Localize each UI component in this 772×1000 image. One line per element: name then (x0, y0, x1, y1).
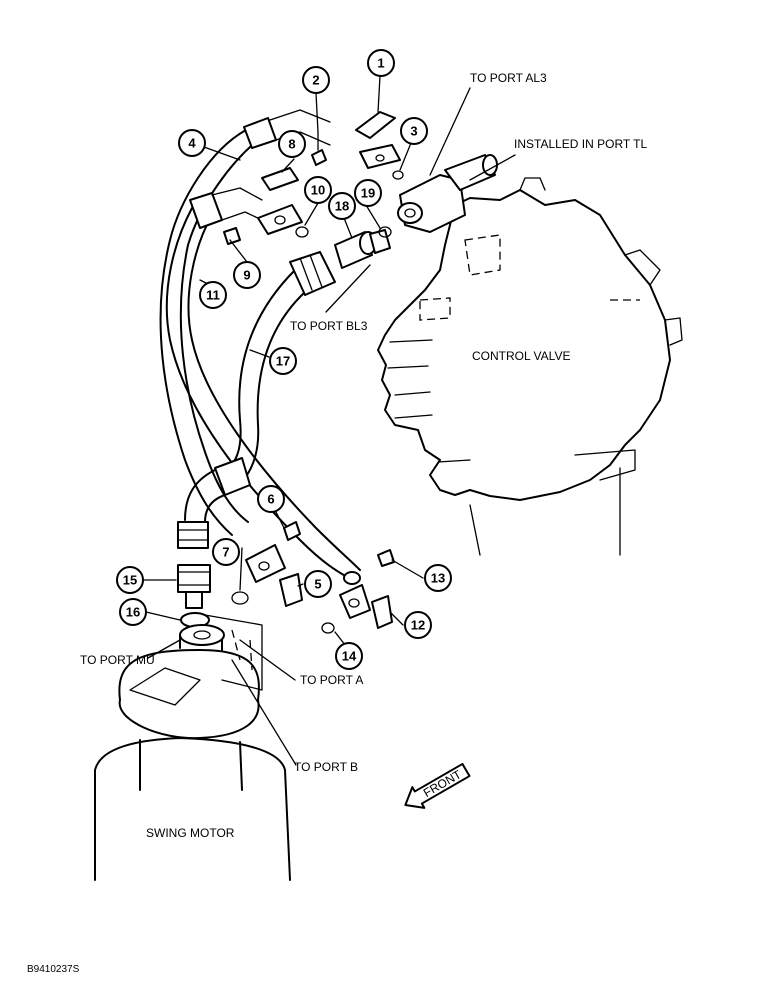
callout-13: 13 (424, 564, 452, 592)
callout-14: 14 (335, 642, 363, 670)
svg-text:10: 10 (311, 183, 325, 198)
svg-text:14: 14 (342, 649, 357, 664)
callout-10: 10 (304, 176, 332, 204)
callout-3: 3 (400, 117, 428, 145)
port-tl-fitting (397, 154, 498, 233)
o-ring-7 (231, 591, 249, 605)
flange-half-1 (355, 111, 396, 139)
svg-text:18: 18 (335, 199, 349, 214)
callout-2: 2 (302, 66, 330, 94)
label-to-port-bl3: TO PORT BL3 (290, 319, 368, 333)
svg-text:3: 3 (410, 124, 417, 139)
callout-7: 7 (212, 538, 240, 566)
label-installed-in-port-tl: INSTALLED IN PORT TL (514, 137, 647, 151)
callout-18: 18 (328, 192, 356, 220)
o-ring-19 (378, 226, 392, 238)
callout-12: 12 (404, 611, 432, 639)
flange-half-8 (261, 167, 299, 191)
o-ring-10 (295, 226, 309, 238)
hose-11 (165, 187, 361, 585)
label-to-port-mu: TO PORT MU (80, 653, 155, 667)
label-swing-motor: SWING MOTOR (146, 826, 235, 840)
flange-half-12 (371, 595, 393, 629)
label-to-port-a: TO PORT A (300, 673, 363, 687)
svg-text:9: 9 (243, 268, 250, 283)
svg-text:15: 15 (123, 573, 137, 588)
o-ring-14 (321, 622, 335, 634)
swing-motor (94, 614, 291, 881)
callout-9: 9 (233, 261, 261, 289)
flange-13 (339, 584, 371, 619)
svg-text:5: 5 (314, 577, 321, 592)
svg-text:2: 2 (312, 73, 319, 88)
o-ring-3 (392, 170, 404, 180)
callout-15: 15 (116, 566, 144, 594)
bolt-9 (223, 227, 241, 245)
callout-5: 5 (304, 570, 332, 598)
svg-text:12: 12 (411, 618, 425, 633)
callout-16: 16 (119, 598, 147, 626)
callout-19: 19 (354, 179, 382, 207)
swivel-15 (177, 521, 211, 609)
callout-8: 8 (278, 130, 306, 158)
callout-1: 1 (367, 49, 395, 77)
fitting-18 (334, 229, 391, 269)
callout-leaders (143, 75, 516, 766)
svg-text:13: 13 (431, 571, 445, 586)
svg-text:8: 8 (288, 137, 295, 152)
bolt-6 (283, 521, 301, 541)
hose-17 (184, 251, 336, 523)
label-to-port-al3: TO PORT AL3 (470, 71, 547, 85)
figure-code: B9410237S (27, 964, 80, 975)
svg-text:17: 17 (276, 354, 290, 369)
svg-text:19: 19 (361, 186, 375, 201)
flange-half-5 (279, 573, 303, 607)
front-arrow: FRONT (404, 762, 471, 809)
svg-text:4: 4 (188, 136, 196, 151)
callout-17: 17 (269, 347, 297, 375)
flanges (223, 111, 401, 629)
callout-4: 4 (178, 129, 206, 157)
callout-6: 6 (257, 485, 285, 513)
svg-text:1: 1 (377, 56, 384, 71)
o-rings (180, 170, 404, 634)
bolt-13 (377, 549, 395, 567)
svg-text:16: 16 (126, 605, 140, 620)
svg-text:7: 7 (222, 545, 229, 560)
bolt-2 (311, 149, 327, 166)
flange-6 (245, 544, 286, 583)
svg-text:11: 11 (206, 288, 220, 303)
control-valve (377, 177, 683, 556)
label-control-valve: CONTROL VALVE (472, 349, 570, 363)
flange-2 (359, 144, 401, 169)
flange-9 (257, 204, 303, 235)
label-to-port-b: TO PORT B (294, 760, 358, 774)
callout-11: 11 (199, 281, 227, 309)
svg-text:6: 6 (267, 492, 274, 507)
